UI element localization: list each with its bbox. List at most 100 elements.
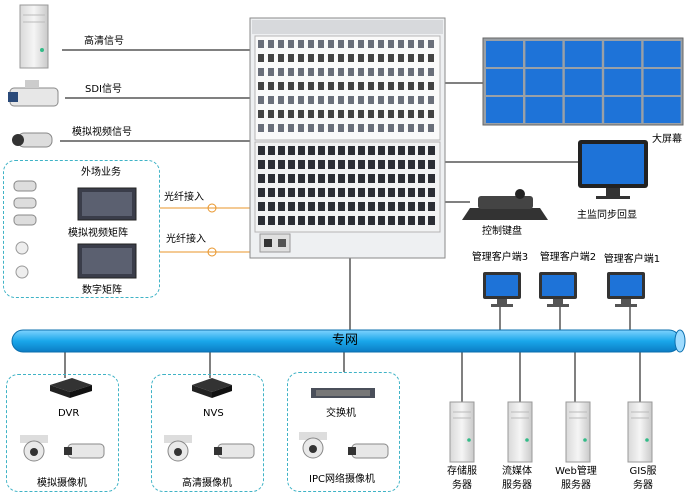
switch-label: 交换机 xyxy=(326,408,356,419)
matrix-port xyxy=(418,110,424,118)
video-wall-cell xyxy=(525,97,563,123)
matrix-port xyxy=(378,96,384,104)
matrix-port xyxy=(388,96,394,104)
matrix-port xyxy=(318,40,324,48)
ipc-group xyxy=(287,372,400,492)
video-wall-cell xyxy=(643,69,681,95)
matrix-port xyxy=(338,82,344,90)
matrix-port xyxy=(308,146,315,155)
matrix-port xyxy=(428,40,434,48)
matrix-port xyxy=(368,54,374,62)
matrix-port xyxy=(338,68,344,76)
matrix-port xyxy=(348,202,355,211)
matrix-port xyxy=(288,82,294,90)
matrix-port xyxy=(338,124,344,132)
matrix-port xyxy=(378,124,384,132)
matrix-port xyxy=(288,68,294,76)
server-label-media-2: 服务器 xyxy=(502,480,532,491)
video-wall-cell xyxy=(564,97,602,123)
client-pc xyxy=(483,272,521,307)
matrix-port xyxy=(368,216,375,225)
matrix-port xyxy=(268,160,275,169)
matrix-port xyxy=(428,82,434,90)
fiber-label-1: 光纤接入 xyxy=(164,192,204,203)
matrix-port xyxy=(318,146,325,155)
matrix-port xyxy=(288,174,295,183)
matrix-port xyxy=(268,96,274,104)
matrix-port xyxy=(408,96,414,104)
matrix-port xyxy=(428,110,434,118)
server-label-web-2: 服务器 xyxy=(561,480,591,491)
video-wall-cell xyxy=(486,41,523,67)
matrix-port xyxy=(308,202,315,211)
matrix-port xyxy=(278,40,284,48)
matrix-port xyxy=(368,160,375,169)
matrix-port xyxy=(258,188,265,197)
matrix-port xyxy=(398,110,404,118)
matrix-port xyxy=(258,202,265,211)
analog-matrix-device xyxy=(77,187,137,221)
fiber-label-2: 光纤接入 xyxy=(166,234,206,245)
matrix-port xyxy=(368,174,375,183)
matrix-port xyxy=(428,54,434,62)
matrix-port xyxy=(268,202,275,211)
matrix-port xyxy=(358,146,365,155)
matrix-port xyxy=(258,160,265,169)
client-pc xyxy=(607,272,645,307)
matrix-port xyxy=(258,54,264,62)
matrix-port xyxy=(308,54,314,62)
matrix-port xyxy=(378,68,384,76)
matrix-port xyxy=(308,188,315,197)
dvr-group xyxy=(6,374,119,492)
video-wall-cell xyxy=(643,41,681,67)
matrix-port xyxy=(328,146,335,155)
video-wall-cell xyxy=(604,41,642,67)
matrix-port xyxy=(368,146,375,155)
matrix-port xyxy=(278,146,285,155)
matrix-port xyxy=(408,160,415,169)
matrix-port xyxy=(328,54,334,62)
matrix-port xyxy=(268,82,274,90)
video-wall-cell xyxy=(486,69,523,95)
matrix-port xyxy=(418,202,425,211)
matrix-port xyxy=(298,40,304,48)
matrix-port xyxy=(278,160,285,169)
matrix-port xyxy=(368,96,374,104)
matrix-port xyxy=(268,216,275,225)
switch-device xyxy=(311,388,375,398)
matrix-port xyxy=(278,82,284,90)
matrix-port xyxy=(288,124,294,132)
client-label-1: 管理客户端1 xyxy=(603,254,661,265)
matrix-port xyxy=(408,174,415,183)
server-label-media-1: 流媒体 xyxy=(502,466,532,477)
matrix-port xyxy=(408,124,414,132)
video-wall-cell xyxy=(486,97,523,123)
matrix-port xyxy=(318,188,325,197)
analog-signal-label: 模拟视频信号 xyxy=(72,127,132,138)
matrix-port xyxy=(268,124,274,132)
matrix-port xyxy=(288,202,295,211)
matrix-port xyxy=(328,124,334,132)
fiber-connector-1 xyxy=(207,203,217,213)
matrix-port xyxy=(418,146,425,155)
matrix-port xyxy=(358,188,365,197)
matrix-port xyxy=(298,110,304,118)
matrix-port xyxy=(318,68,324,76)
matrix-port xyxy=(418,216,425,225)
matrix-port xyxy=(278,54,284,62)
matrix-port xyxy=(298,146,305,155)
matrix-port xyxy=(348,82,354,90)
sdi-signal-label: SDI信号 xyxy=(85,84,122,95)
matrix-port xyxy=(368,68,374,76)
matrix-port xyxy=(418,188,425,197)
matrix-port xyxy=(348,40,354,48)
matrix-port xyxy=(298,68,304,76)
dvr-device xyxy=(50,378,92,398)
matrix-port xyxy=(328,40,334,48)
matrix-port xyxy=(378,110,384,118)
matrix-port xyxy=(358,216,365,225)
client-label-2: 管理客户端2 xyxy=(539,252,597,263)
nvs-caption: 高清摄像机 xyxy=(182,478,232,489)
matrix-port xyxy=(328,188,335,197)
matrix-port xyxy=(418,174,425,183)
